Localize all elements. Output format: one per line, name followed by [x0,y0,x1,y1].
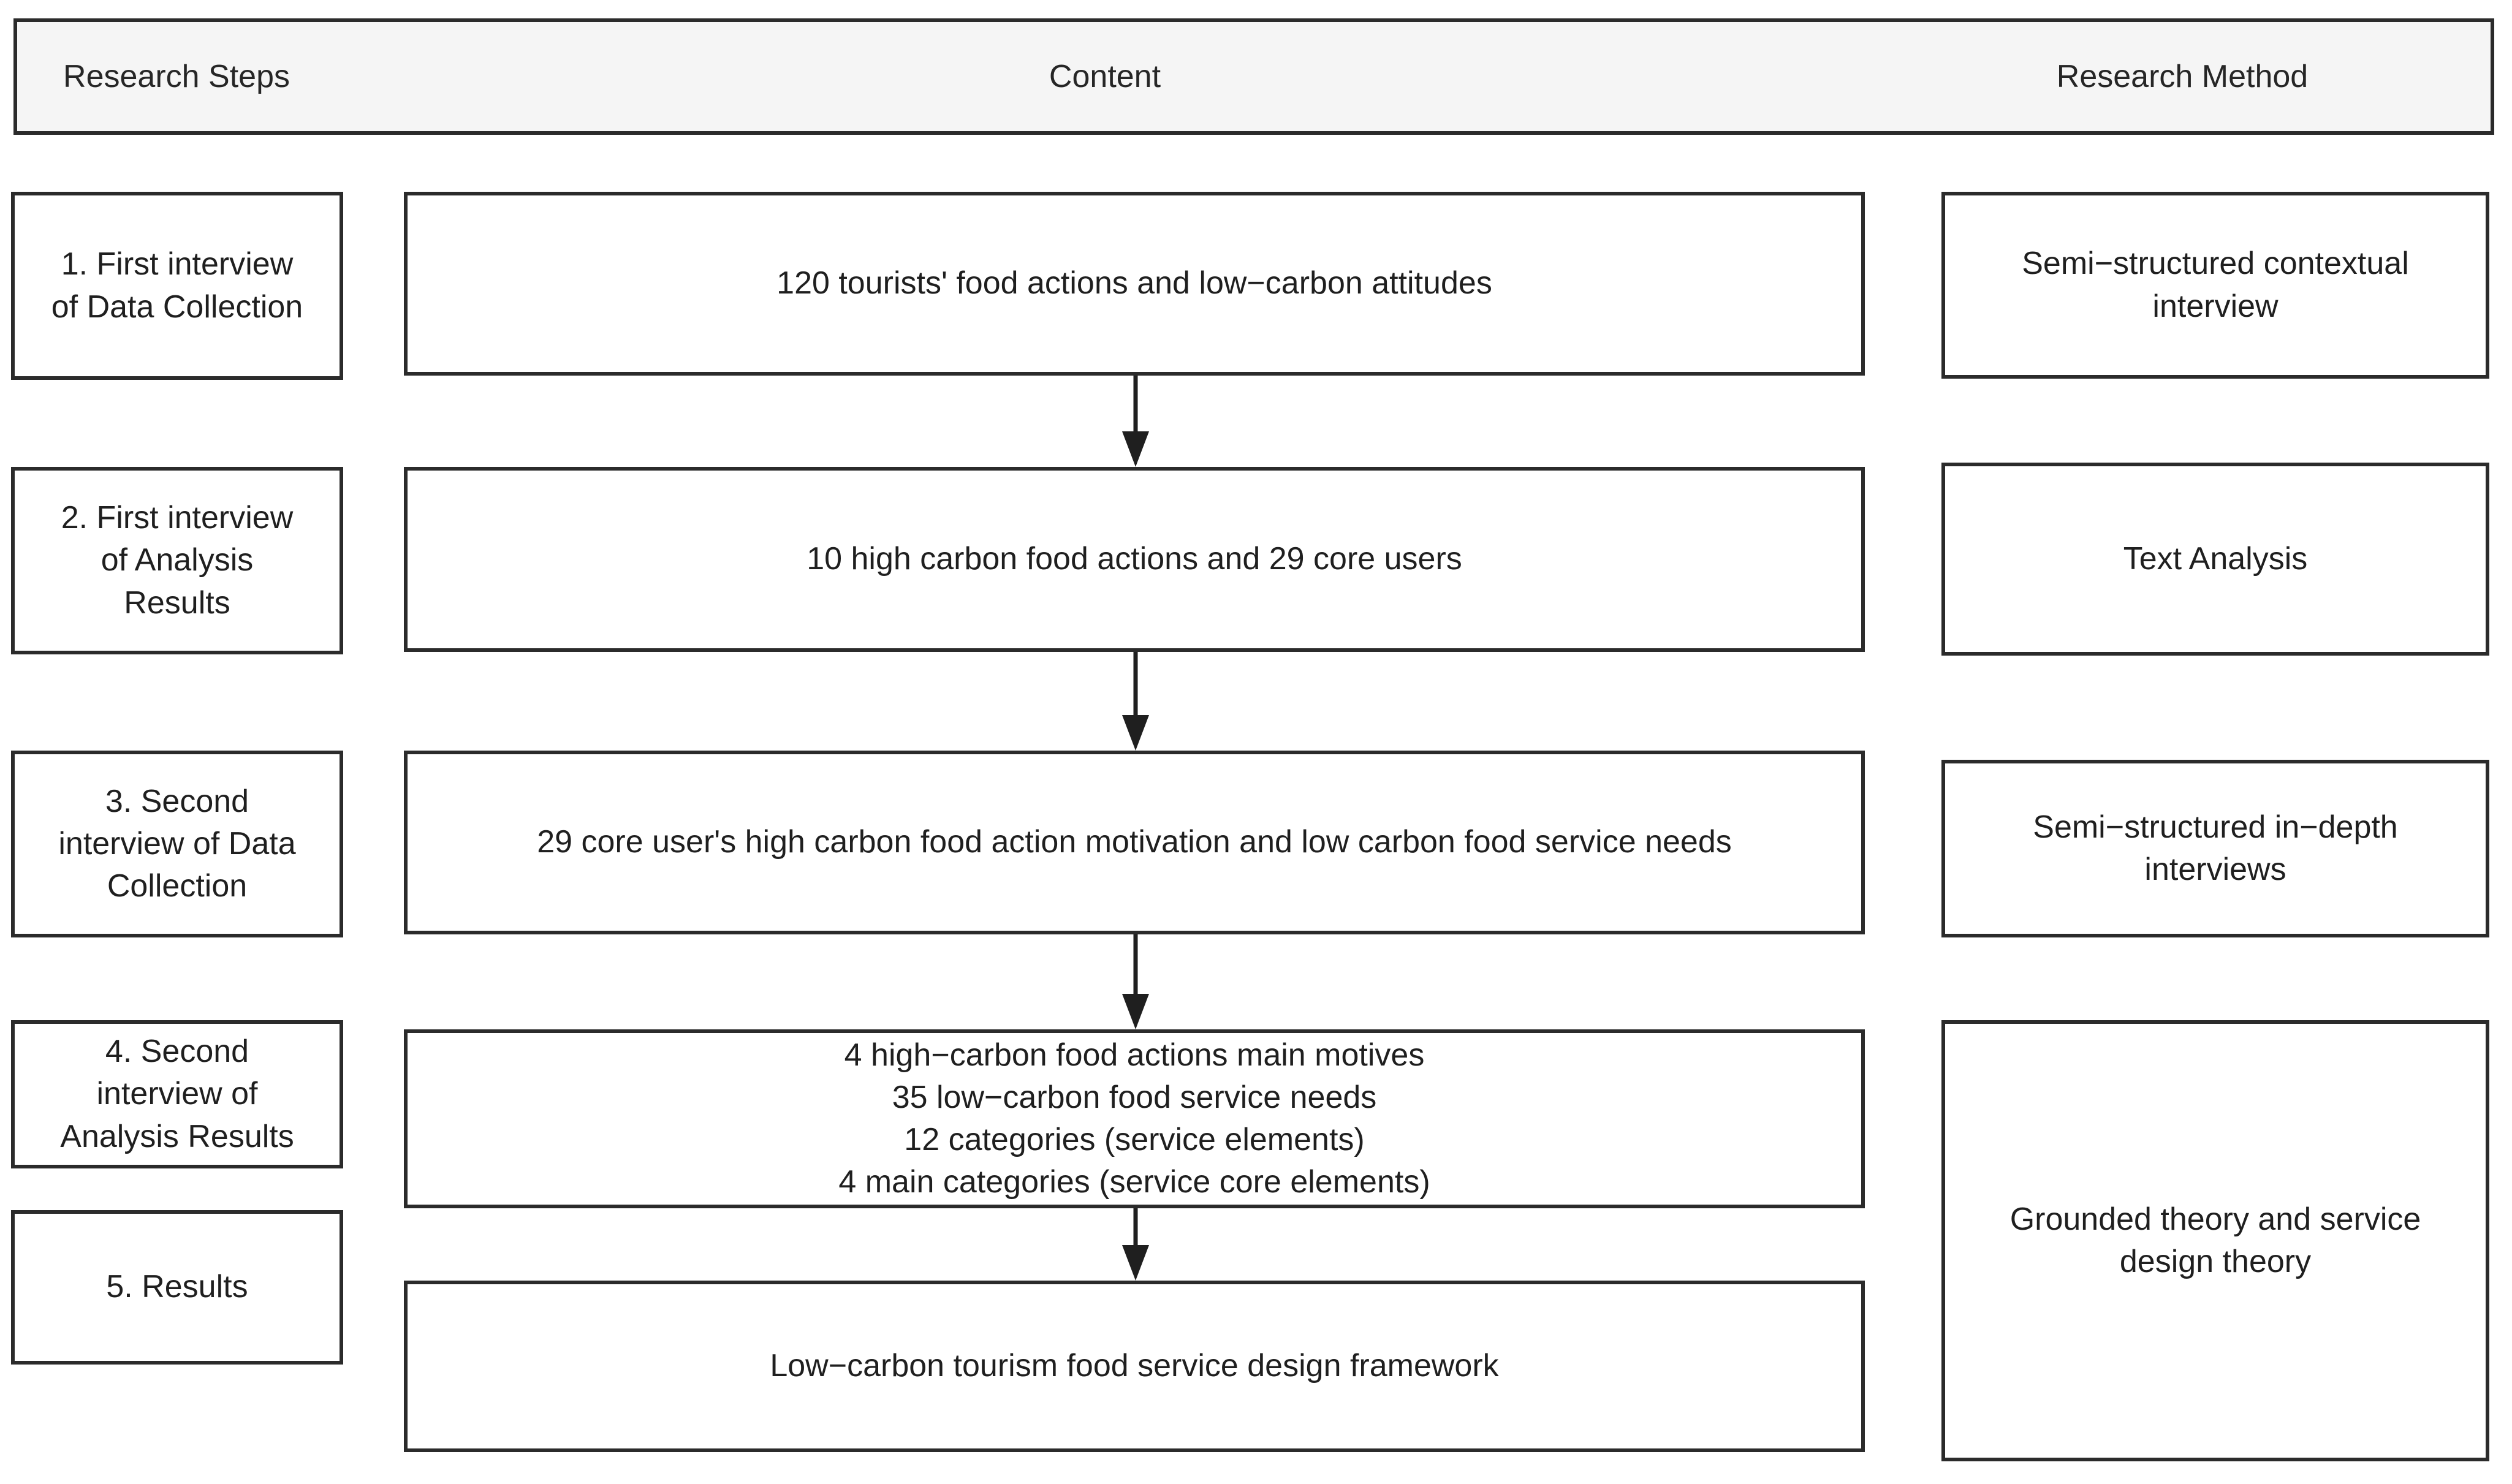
arrow-shaft [1133,376,1138,431]
arrow-down-3 [1122,934,1149,1029]
method-box-3[interactable]: Semi−structured in−depth interviews [1941,760,2489,937]
step-box-2-label: 2. First interview of Analysis Results [61,500,294,621]
method-box-4-label: Grounded theory and service design theor… [2009,1201,2421,1279]
content-box-2-label: 10 high carbon food actions and 29 core … [806,541,1462,577]
method-box-2-label: Text Analysis [2123,540,2308,577]
header-research-steps: Research Steps [63,59,290,94]
content-box-5-label: Low−carbon tourism food service design f… [770,1348,1499,1384]
arrow-head-icon [1122,715,1149,751]
method-box-4[interactable]: Grounded theory and service design theor… [1941,1020,2489,1461]
step-box-3[interactable]: 3. Second interview of Data Collection [11,751,343,937]
method-box-1-label: Semi−structured contextual interview [2022,246,2409,324]
arrow-shaft [1133,652,1138,715]
content-box-1[interactable]: 120 tourists' food actions and low−carbo… [404,192,1865,376]
step-box-4-label: 4. Second interview of Analysis Results [60,1034,294,1154]
step-box-5[interactable]: 5. Results [11,1210,343,1365]
method-box-3-label: Semi−structured in−depth interviews [2033,809,2398,887]
arrow-shaft [1133,1208,1138,1245]
content-box-5[interactable]: Low−carbon tourism food service design f… [404,1281,1865,1452]
method-box-1[interactable]: Semi−structured contextual interview [1941,192,2489,379]
step-box-5-label: 5. Results [106,1269,248,1305]
arrow-down-2 [1122,652,1149,751]
arrow-down-4 [1122,1208,1149,1281]
header-research-method: Research Method [2056,59,2309,94]
content-box-1-label: 120 tourists' food actions and low−carbo… [776,265,1492,301]
arrow-head-icon [1122,431,1149,467]
header-band: Research Steps Content Research Method [13,18,2494,135]
content-box-3[interactable]: 29 core user's high carbon food action m… [404,751,1865,934]
step-box-1-label: 1. First interview of Data Collection [51,246,303,325]
step-box-2[interactable]: 2. First interview of Analysis Results [11,467,343,654]
header-content: Content [1049,59,1161,94]
content-box-2[interactable]: 10 high carbon food actions and 29 core … [404,467,1865,652]
step-box-1[interactable]: 1. First interview of Data Collection [11,192,343,380]
arrow-head-icon [1122,994,1149,1029]
method-box-2[interactable]: Text Analysis [1941,463,2489,656]
content-box-4[interactable]: 4 high−carbon food actions main motives … [404,1029,1865,1208]
arrow-down-1 [1122,376,1149,467]
content-box-4-label: 4 high−carbon food actions main motives … [838,1037,1430,1200]
arrow-shaft [1133,934,1138,994]
step-box-4[interactable]: 4. Second interview of Analysis Results [11,1020,343,1168]
arrow-head-icon [1122,1245,1149,1281]
content-box-3-label: 29 core user's high carbon food action m… [537,824,1732,860]
step-box-3-label: 3. Second interview of Data Collection [58,783,296,904]
